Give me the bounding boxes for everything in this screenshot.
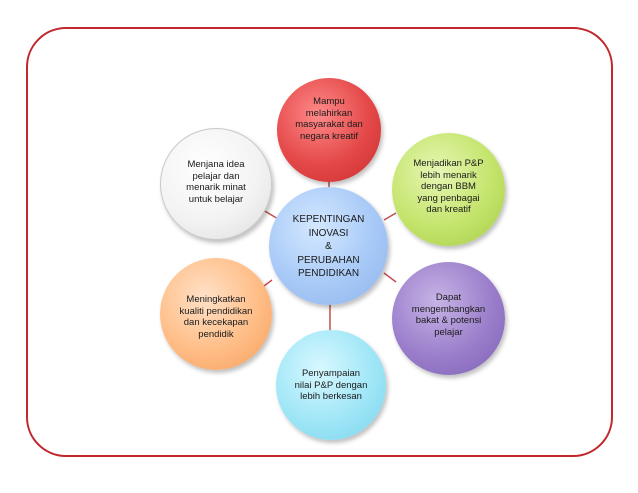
connector-bottom-right — [383, 272, 397, 283]
slide-frame — [26, 27, 613, 457]
node-top-label: Mampu melahirkan masyarakat dan negara k… — [295, 96, 363, 142]
node-top-left-label: Menjana idea pelajar dan menarik minat u… — [186, 159, 246, 205]
node-bottom-right-label: Dapat mengembangkan bakat & potensi pela… — [411, 292, 486, 338]
node-top: Mampu melahirkan masyarakat dan negara k… — [277, 78, 381, 182]
center-node: KEPENTINGAN INOVASI & PERUBAHAN PENDIDIK… — [269, 187, 388, 305]
node-top-right-label: Menjadikan P&P lebih menarik dengan BBM … — [413, 158, 484, 215]
node-bottom-right: Dapat mengembangkan bakat & potensi pela… — [392, 262, 505, 375]
node-bottom-label: Penyampaian nilai P&P dengan lebih berke… — [294, 368, 368, 402]
node-bottom-left-label: Meningkatkan kualiti pendidikan dan kece… — [179, 294, 253, 340]
node-top-left: Menjana idea pelajar dan menarik minat u… — [160, 128, 272, 240]
connector-bottom-left — [263, 279, 273, 287]
center-node-label: KEPENTINGAN INOVASI & PERUBAHAN PENDIDIK… — [292, 214, 365, 279]
connector-top-right — [383, 212, 397, 221]
node-top-right: Menjadikan P&P lebih menarik dengan BBM … — [392, 133, 505, 246]
node-bottom: Penyampaian nilai P&P dengan lebih berke… — [276, 330, 386, 440]
node-bottom-left: Meningkatkan kualiti pendidikan dan kece… — [160, 258, 272, 370]
